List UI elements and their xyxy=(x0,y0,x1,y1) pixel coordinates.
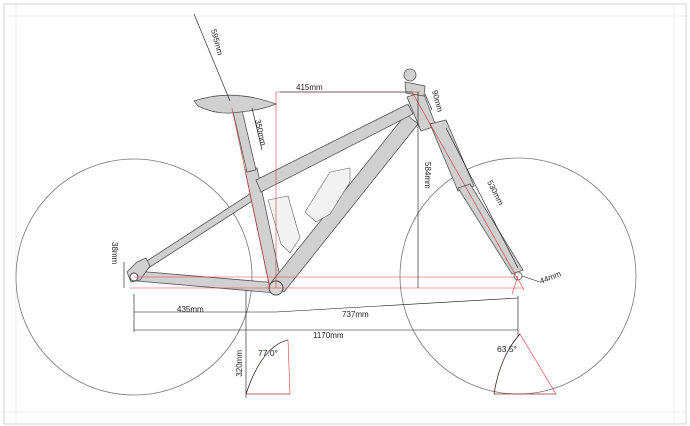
dim-seat-tube-exposed: 350mm xyxy=(253,118,268,146)
dim-front-center: 737mm xyxy=(342,310,369,319)
dim-seatpost-length: 595mm xyxy=(209,28,225,56)
head-angle-wedge xyxy=(493,333,557,395)
seat-assembly xyxy=(193,94,278,173)
dim-chainstay: 435mm xyxy=(177,305,204,314)
top-tube xyxy=(255,103,414,193)
dim-fork-length: 530mm xyxy=(485,179,505,207)
fork-lower xyxy=(457,183,524,275)
angle-wedges xyxy=(245,333,557,395)
dim-head-tube: 90mm xyxy=(430,89,445,113)
down-tube xyxy=(269,113,419,293)
dim-fork-offset: 44mm xyxy=(538,269,562,286)
dimension-lines xyxy=(123,13,556,398)
handlebar xyxy=(403,68,417,82)
seatpost xyxy=(232,109,257,173)
chain-stay xyxy=(134,270,279,294)
angle-seat: 77.0° xyxy=(258,348,278,358)
dim-bb-drop: 38mm xyxy=(110,242,119,265)
dim-stack: 584mm xyxy=(423,162,432,189)
angle-head: 63.5° xyxy=(497,344,517,354)
stem xyxy=(404,81,426,97)
seat-stay xyxy=(132,189,261,277)
bike-frame xyxy=(126,91,437,294)
fork-upper xyxy=(429,119,475,192)
dim-standover-offset: 320mm xyxy=(235,350,244,377)
cockpit xyxy=(403,68,426,97)
fork xyxy=(429,119,524,281)
page-frame xyxy=(3,3,687,425)
dim-wheelbase: 1170mm xyxy=(313,331,344,340)
saddle xyxy=(193,94,278,114)
bottle-cage-down-tube xyxy=(304,167,351,223)
dim-reach: 415mm xyxy=(296,83,323,92)
